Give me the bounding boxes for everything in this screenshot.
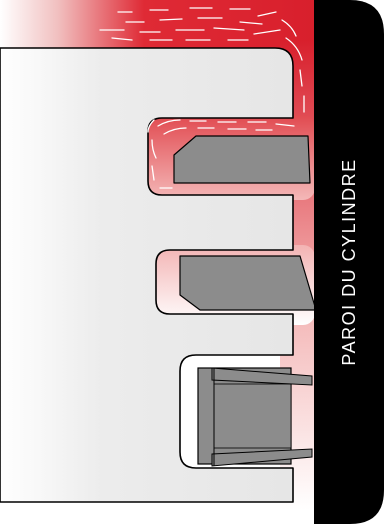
piston-rings bbox=[173, 135, 317, 467]
cylinder-wall-label: PAROI DU CYLINDRE bbox=[339, 158, 359, 365]
oil-ring-rail-top bbox=[211, 367, 313, 386]
dashed-gas-flow-lines-icon bbox=[99, 7, 305, 189]
compression-ring-1 bbox=[173, 135, 311, 184]
cylinder-wall bbox=[314, 0, 384, 524]
compression-ring-2 bbox=[179, 255, 317, 311]
oil-ring-rail-bottom bbox=[211, 448, 313, 467]
top-gas-band bbox=[0, 0, 320, 48]
oil-ring-inner-face bbox=[213, 383, 292, 449]
piston-body bbox=[0, 47, 294, 503]
